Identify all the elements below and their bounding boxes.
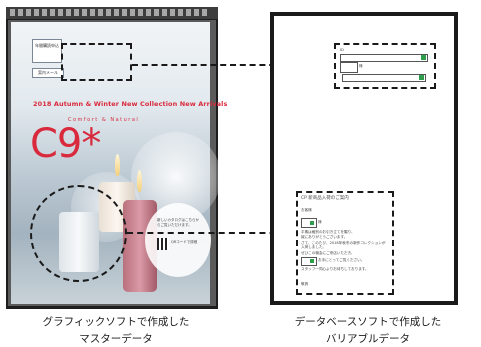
caption-variable-line1: データベースソフトで作成した [294,316,442,328]
tool-icon[interactable] [58,9,63,16]
candle-flame [137,170,142,192]
address-field[interactable] [342,74,426,82]
name-field[interactable] [340,54,428,62]
tool-icon[interactable] [66,9,71,16]
letter-closing: 敬具 [301,282,309,286]
variable-field-marker-right [334,43,436,89]
field-handle [421,55,426,60]
honorific: 様 [318,220,322,224]
tool-icon[interactable] [146,9,151,16]
qr-code-icon [157,238,169,250]
tool-icon[interactable] [98,9,103,16]
tool-icon[interactable] [18,9,23,16]
qr-caption: QRコードで詳細 [171,240,198,244]
tool-icon[interactable] [114,9,119,16]
variable-field-marker-top [61,43,132,81]
field-handle [310,259,314,263]
letter-title: CP 新商品入荷のご案内 [301,196,349,201]
customer-name-field[interactable] [301,218,317,228]
tool-icon[interactable] [162,9,167,16]
tool-icon[interactable] [122,9,127,16]
tool-icon[interactable] [26,9,31,16]
tool-icon[interactable] [82,9,87,16]
app-toolbar [6,7,218,19]
field-handle [419,75,424,80]
tool-icon[interactable] [170,9,175,16]
caption-master-line1: グラフィックソフトで作成した [42,316,190,328]
tool-icon[interactable] [42,9,47,16]
connector-line-bottom [127,232,296,234]
collection-subtitle: Comfort & Natural [68,117,140,123]
variable-field-marker-bottom [296,191,394,295]
tool-icon[interactable] [10,9,15,16]
subscription-box: 年間購読申込 [32,39,62,63]
tool-icon[interactable] [34,9,39,16]
tool-icon[interactable] [130,9,135,16]
tool-icon[interactable] [138,9,143,16]
brand-logo: C9* [30,121,101,167]
tool-icon[interactable] [178,9,183,16]
info-bubble [145,203,211,277]
tool-icon[interactable] [202,9,207,16]
letter-line: スタッフ一同心よりお待ちしております。 [301,267,369,271]
info-text: 新しいカタログはこちらからご覧いただけます。 [157,218,199,227]
candle-flame [115,154,120,176]
tool-icon[interactable] [194,9,199,16]
letter-greeting: お客様 [301,208,312,212]
tool-icon[interactable] [50,9,55,16]
honorific: 様 [359,64,363,68]
title-field[interactable] [340,62,358,73]
caption-variable-line2: バリアブルデータ [326,333,410,345]
caption-master-line2: マスターデータ [79,333,153,345]
field-label: ID [340,48,344,52]
connector-line-top [132,64,334,66]
tool-icon[interactable] [90,9,95,16]
tool-icon[interactable] [186,9,191,16]
letter-line: お手にとってご覧ください。 [318,258,365,262]
tool-icon[interactable] [154,9,159,16]
letter-line: ぜひこの機会にご来店いただき、 [301,251,355,255]
tool-icon[interactable] [106,9,111,16]
date-field[interactable] [301,257,317,266]
letter-line: 平素は格別のお引き立てを賜り、 [301,230,355,234]
letter-line: さて、このたび、2018年秋冬の新作コレクションが入荷しました。 [301,241,386,250]
mail-tag: 案内メール [32,68,64,78]
collection-title: 2018 Autumn & Winter New Collection New … [33,100,228,108]
letter-line: 誠にありがとうございます。 [301,235,348,239]
field-handle [310,221,314,225]
variable-field-marker-circle [30,185,127,282]
tool-icon[interactable] [74,9,79,16]
